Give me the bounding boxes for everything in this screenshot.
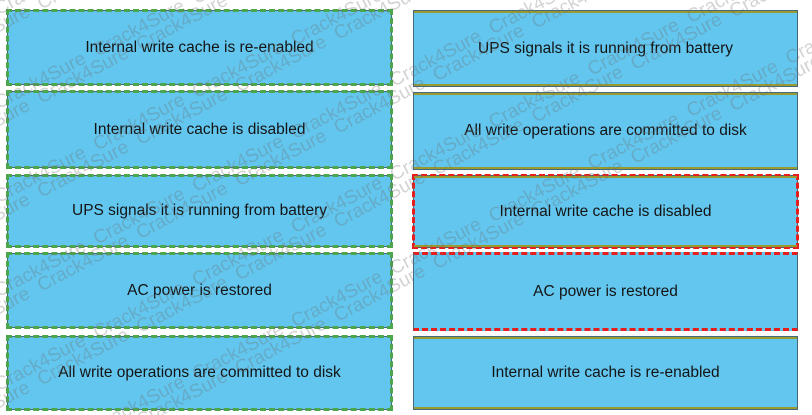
- answer-column: UPS signals it is running from battery A…: [409, 0, 809, 415]
- answer-tile-2[interactable]: All write operations are committed to di…: [413, 92, 798, 170]
- answer-tile-5-label: Internal write cache is re-enabled: [491, 364, 720, 382]
- source-tile-5[interactable]: All write operations are committed to di…: [6, 335, 393, 411]
- source-tile-2-label: Internal write cache is disabled: [93, 120, 306, 138]
- source-tile-1-label: Internal write cache is re-enabled: [85, 38, 314, 56]
- source-tile-3[interactable]: UPS signals it is running from battery: [6, 174, 393, 248]
- source-tile-2[interactable]: Internal write cache is disabled: [6, 90, 393, 169]
- source-tile-3-label: UPS signals it is running from battery: [72, 202, 327, 220]
- answer-tile-3[interactable]: Internal write cache is disabled: [412, 174, 799, 249]
- answer-tile-2-label: All write operations are committed to di…: [464, 122, 747, 140]
- answer-tile-1-label: UPS signals it is running from battery: [478, 39, 733, 57]
- answer-tile-1[interactable]: UPS signals it is running from battery: [413, 10, 798, 87]
- source-tile-5-label: All write operations are committed to di…: [58, 364, 341, 382]
- answer-tile-5[interactable]: Internal write cache is re-enabled: [413, 336, 798, 410]
- answer-tile-4[interactable]: AC power is restored: [413, 252, 798, 331]
- source-column: Internal write cache is re-enabled Inter…: [3, 0, 403, 415]
- source-tile-4-label: AC power is restored: [127, 281, 272, 299]
- source-tile-1[interactable]: Internal write cache is re-enabled: [6, 9, 393, 86]
- source-tile-4[interactable]: AC power is restored: [6, 252, 393, 329]
- answer-tile-3-label: Internal write cache is disabled: [499, 202, 712, 220]
- answer-tile-4-label: AC power is restored: [533, 282, 678, 300]
